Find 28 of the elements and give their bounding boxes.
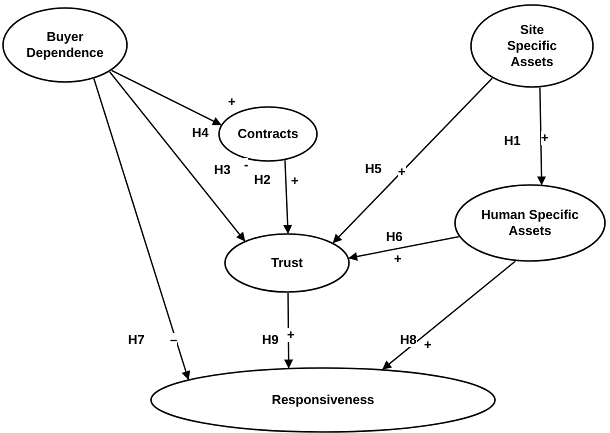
- edge-label: H3: [214, 163, 231, 177]
- arrow: [283, 160, 292, 234]
- sign-label: +: [541, 131, 549, 145]
- edge-label: H8: [400, 333, 417, 347]
- edge-label: H2: [254, 173, 271, 187]
- arrow: [93, 78, 190, 380]
- sign-label: +: [287, 328, 295, 342]
- node-label: Trust: [271, 255, 303, 271]
- arrow: [332, 78, 493, 244]
- edge-label: H7: [128, 333, 145, 347]
- node-label: Contracts: [238, 126, 298, 142]
- edge-label: H6: [386, 230, 403, 244]
- node-label: Site Specific Assets: [506, 22, 558, 70]
- edge-label: H9: [262, 333, 279, 347]
- edge-label: H5: [365, 162, 382, 176]
- edge-label: H4: [192, 126, 209, 140]
- arrow: [382, 260, 516, 370]
- sign-label: –: [170, 333, 178, 347]
- sign-label: +: [398, 165, 406, 179]
- node-label: Buyer Dependence: [25, 29, 105, 61]
- arrow: [284, 293, 294, 369]
- edge-label: H1: [504, 134, 521, 148]
- node-label: Human Specific Assets: [480, 207, 580, 239]
- node-label: Responsiveness: [272, 392, 374, 408]
- arrow: [109, 71, 246, 242]
- arrow: [537, 88, 546, 186]
- arrow: [111, 70, 222, 126]
- arrow: [348, 236, 459, 261]
